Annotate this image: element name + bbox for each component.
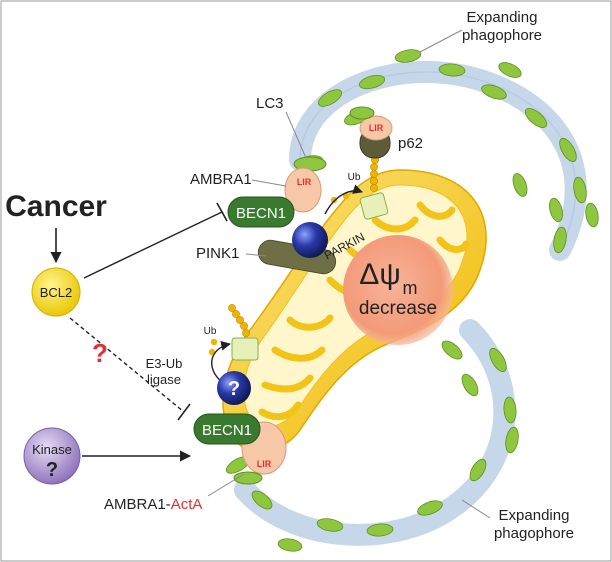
bottom-lc3-beads [225,340,519,552]
delta-psi-subscript: m [403,278,418,298]
ambra1-leader [251,179,287,187]
mito-substrate-lower [231,337,259,361]
lir-p62-label: LIR [369,123,384,133]
pink1-label: PINK1 [196,245,239,262]
ub-chain-lower [228,304,250,337]
ub-arrow-lower [211,340,231,383]
lir-upper-label: LIR [297,177,312,187]
parkin [292,222,328,258]
p62-label: p62 [398,135,423,152]
ub-arrow-upper [324,184,363,215]
phagophore-top-line1: Expanding [467,9,538,26]
kinase [23,427,81,485]
becn1-upper [227,196,295,228]
kinase-question-mark: ? [46,459,58,481]
mito-substrate-upper [359,192,389,220]
delta-psi-label: Δψ [359,258,400,291]
lc3-lower [233,471,263,485]
ambra1-acta-label: AMBRA1-ActA [104,496,202,513]
ambra1-label: AMBRA1 [190,171,252,188]
phagophore-bottom-line1: Expanding [499,507,570,524]
lc3-leader [285,111,307,159]
top-lc3-beads [296,49,599,254]
bottom-phagophore [234,319,516,546]
phagophore-bottom-leader [461,499,491,519]
p62-lir-domain [359,115,393,141]
lc3-label: LC3 [256,95,284,112]
ub-free-upper [330,192,350,204]
bcl2 [31,267,81,317]
acta-suffix: ActA [171,496,203,513]
e3-question-mark: ? [228,378,240,400]
ambra1-acta-prefix: AMBRA1- [104,496,171,513]
lc3-p62 [349,106,375,120]
phagophore-top-leader [419,29,463,53]
cancer-label: Cancer [5,190,107,223]
bcl2-inhibits-becn1-lower [69,317,185,413]
ambra1-acta-leader [207,473,245,497]
e3-label-line2: ligase [147,372,181,387]
becn1-lower [193,413,261,445]
bcl2-label: BCL2 [40,285,73,300]
ub-free-lower [208,338,218,356]
becn1-lower-label: BECN1 [202,422,252,439]
membrane-potential-decrease [343,235,453,345]
kinase-label: Kinase [32,442,72,457]
becn1-upper-label: BECN1 [236,205,286,222]
lir-lower-label: LIR [257,459,272,469]
ambra1-upper [284,167,322,213]
pink1-leader [245,253,267,257]
phagophore-bottom-line2: phagophore [494,525,574,542]
e3-label-line1: E3-Ub [146,356,183,371]
phagophore-top-line2: phagophore [462,27,542,44]
e3-ub-ligase [217,371,251,405]
ub-upper-label: Ub [348,172,361,183]
red-question-mark: ? [92,338,108,368]
bcl2-inhibits-becn1-upper [83,211,223,279]
ub-lower-label: Ub [204,326,217,337]
decrease-label: decrease [359,298,437,319]
